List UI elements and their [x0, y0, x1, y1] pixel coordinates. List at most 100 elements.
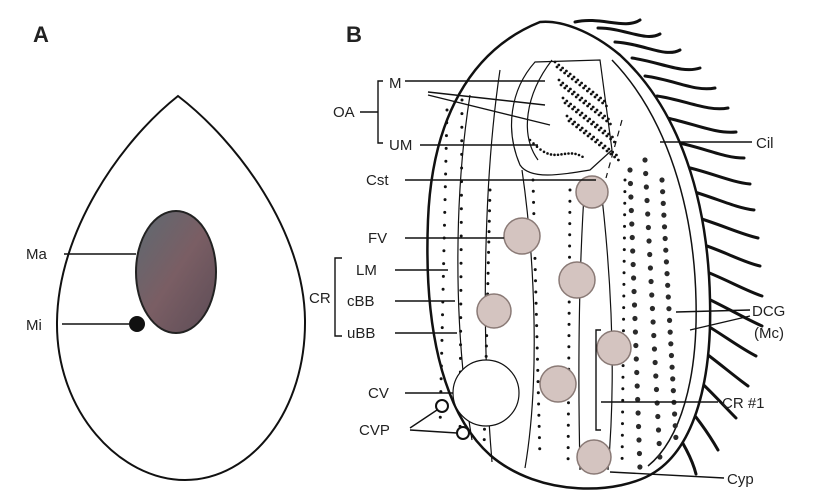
membranelle-dot [577, 94, 580, 97]
basal-body-dot [534, 279, 537, 282]
basal-body-dot [622, 295, 625, 298]
basal-body-dot [483, 438, 486, 441]
membranelle-dot [600, 142, 603, 145]
food-vacuole [576, 176, 608, 208]
dense-core-granule [646, 225, 651, 230]
dense-core-granule [653, 373, 658, 378]
dense-core-granule [634, 370, 639, 375]
membranelle-dot [605, 105, 608, 108]
basal-body-dot [537, 414, 540, 417]
dense-core-granule [672, 411, 677, 416]
membranelle-dot [536, 145, 539, 148]
basal-body-dot [459, 289, 462, 292]
basal-body-dot [623, 260, 626, 263]
membranelle-dot [578, 154, 581, 157]
panel-b: B [309, 20, 785, 489]
basal-body-dot [534, 268, 537, 271]
basal-body-dot [536, 369, 539, 372]
basal-body-dot [623, 190, 626, 193]
basal-body-dot [621, 376, 624, 379]
basal-body-dot [444, 173, 447, 176]
membranelle-dot [565, 70, 568, 73]
food-vacuole [559, 262, 595, 298]
basal-body-dot [537, 380, 540, 383]
basal-body-dot [460, 262, 463, 265]
cilium [598, 28, 660, 36]
dense-core-granule [648, 279, 653, 284]
basal-body-dot [460, 153, 463, 156]
dense-core-granule [663, 236, 668, 241]
basal-body-dot [460, 207, 463, 210]
basal-body-dot [621, 457, 624, 460]
dense-core-granule [647, 252, 652, 257]
membranelle-dot [603, 100, 606, 103]
membranelle-dot [577, 109, 580, 112]
basal-body-dot [623, 248, 626, 251]
membranelle-dot [603, 115, 606, 118]
dense-core-granule [634, 356, 639, 361]
membranelle-dot [562, 97, 565, 100]
dense-core-granule [665, 283, 670, 288]
basal-body-dot [445, 147, 448, 150]
dense-core-granule [673, 435, 678, 440]
basal-body-dot [622, 306, 625, 309]
basal-body-dot [439, 416, 442, 419]
basal-body-dot [461, 99, 464, 102]
basal-body-dot [621, 434, 624, 437]
membranelle-dot [585, 130, 588, 133]
basal-body-dot [445, 134, 448, 137]
basal-body-dot [488, 220, 491, 223]
basal-body-dot [485, 355, 488, 358]
food-vacuole [540, 366, 576, 402]
basal-body-dot [442, 275, 445, 278]
label-mi: Mi [26, 317, 42, 334]
basal-body-dot [568, 211, 571, 214]
cilium [575, 20, 640, 24]
cilium [632, 58, 700, 70]
basal-body-dot [440, 377, 443, 380]
basal-body-dot [532, 201, 535, 204]
membranelle-dot [571, 152, 574, 155]
basal-body-dot [536, 347, 539, 350]
basal-body-dot [532, 190, 535, 193]
label-cst: Cst [366, 172, 389, 189]
basal-body-dot [440, 352, 443, 355]
contractile-vacuole-pore [457, 427, 469, 439]
label-cvp: CVP [359, 422, 390, 439]
basal-body-dot [459, 316, 462, 319]
membranelle-dot [576, 79, 579, 82]
basal-body-dot [623, 237, 626, 240]
basal-body-dot [534, 291, 537, 294]
food-vacuole [597, 331, 631, 365]
basal-body-dot [622, 364, 625, 367]
dense-core-granule [627, 167, 632, 172]
dense-core-granule [649, 292, 654, 297]
basal-body-dot [567, 424, 570, 427]
basal-body-dot [460, 139, 463, 142]
membranelle-dot [600, 127, 603, 130]
micronucleus [129, 316, 145, 332]
membranelle-dot [546, 152, 549, 155]
membranelle-dot [599, 97, 602, 100]
dense-core-granule [630, 235, 635, 240]
basal-body-dot [485, 345, 488, 348]
basal-body-dot [532, 212, 535, 215]
label-fv: FV [368, 230, 387, 247]
membranelle-dot [565, 100, 568, 103]
basal-body-dot [459, 275, 462, 278]
basal-body-dot [538, 425, 541, 428]
dense-core-granule [642, 157, 647, 162]
dense-core-granule [637, 451, 642, 456]
dense-core-granule [631, 275, 636, 280]
basal-body-dot [444, 198, 447, 201]
membranelle-dot [596, 139, 599, 142]
basal-body-dot [567, 446, 570, 449]
cilium [667, 118, 736, 132]
dense-core-granule [628, 194, 633, 199]
basal-body-dot [460, 235, 463, 238]
label-m: M [389, 75, 402, 92]
membranelle-dot [569, 88, 572, 91]
basal-body-dot [460, 112, 463, 115]
dense-core-granule [664, 271, 669, 276]
